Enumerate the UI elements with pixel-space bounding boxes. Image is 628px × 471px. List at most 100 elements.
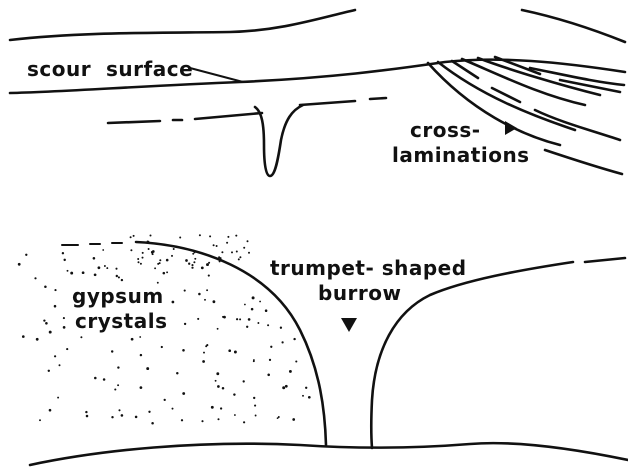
scour-surface-label: scour surface xyxy=(27,57,193,81)
stipple-dot xyxy=(219,260,221,262)
stipple-dot xyxy=(255,415,257,417)
stipple-dot xyxy=(270,346,272,348)
dashed-bedding-segment-3 xyxy=(195,113,262,119)
stipple-dot xyxy=(308,396,311,399)
upper-bedding-line-right xyxy=(522,10,625,42)
stipple-dot xyxy=(44,286,47,289)
stipple-dot xyxy=(204,299,206,301)
stipple-dot xyxy=(172,301,175,304)
stipple-dot xyxy=(202,360,205,363)
stipple-dot xyxy=(63,317,65,319)
stipple-dot xyxy=(121,414,124,417)
stipple-dot xyxy=(148,248,150,250)
stipple-dot xyxy=(45,322,48,325)
stipple-dot xyxy=(248,318,251,321)
stipple-dot xyxy=(54,289,56,291)
stipple-dot xyxy=(66,348,68,350)
stipple-dot xyxy=(63,259,65,261)
stipple-dot xyxy=(36,338,39,341)
gypsum-crystals-label-line2: crystals xyxy=(75,309,167,333)
scour-leader-line xyxy=(190,68,243,82)
stipple-dot xyxy=(226,242,228,244)
stipple-dot xyxy=(137,258,139,260)
dashed-bedding-segment-4 xyxy=(300,101,355,105)
stipple-dot xyxy=(161,346,163,348)
narrow-burrow xyxy=(255,105,303,176)
stipple-dot xyxy=(182,349,185,352)
stipple-dot xyxy=(192,253,194,255)
stipple-dot xyxy=(248,252,250,254)
stipple-dot xyxy=(140,354,142,356)
stipple-dot xyxy=(148,411,150,413)
stipple-dot xyxy=(227,236,229,238)
stipple-dot xyxy=(184,290,186,292)
stipple-dot xyxy=(140,386,143,389)
stipple-dot xyxy=(62,252,64,254)
stipple-dot xyxy=(98,266,101,269)
stipple-dot xyxy=(94,273,97,276)
stipple-dot xyxy=(171,255,173,257)
stipple-dot xyxy=(198,293,201,296)
gypsum-crystals-label-line1: gypsum xyxy=(72,284,164,308)
stipple-dot xyxy=(63,326,66,329)
top-panel: scour surface cross- laminations xyxy=(10,10,625,176)
stipple-dot xyxy=(252,296,255,299)
stipple-dot xyxy=(184,323,186,325)
stipple-dot xyxy=(182,392,185,395)
stipple-dot xyxy=(111,416,113,418)
stipple-dot xyxy=(234,414,236,416)
stipple-dot xyxy=(163,272,166,275)
stipple-dot xyxy=(267,324,269,326)
stipple-dot xyxy=(130,236,132,238)
stipple-dot xyxy=(209,235,211,237)
stipple-dot xyxy=(254,405,256,407)
stipple-dot xyxy=(104,265,106,267)
stipple-dot xyxy=(235,235,237,237)
stipple-dot xyxy=(208,275,210,277)
stipple-dot xyxy=(135,416,138,419)
burrow-arrow-icon xyxy=(341,318,357,332)
stipple-dot xyxy=(206,289,208,291)
stipple-dot xyxy=(115,268,117,270)
stipple-dot xyxy=(130,249,132,251)
stipple-dot xyxy=(34,277,36,279)
stipple-dot xyxy=(94,377,97,380)
base-bedding-line xyxy=(30,443,628,465)
stipple-dot xyxy=(199,234,201,236)
stipple-dot xyxy=(233,393,235,395)
stipple-dot xyxy=(243,247,245,249)
stipple-dot xyxy=(106,267,108,269)
stipple-dot xyxy=(118,409,120,411)
stipple-dot xyxy=(151,422,154,425)
stipple-dot xyxy=(159,259,161,261)
stipple-dot xyxy=(173,248,175,250)
stipple-dot xyxy=(82,271,85,274)
stipple-dot xyxy=(305,387,307,389)
stipple-dot xyxy=(185,259,188,262)
stipple-dot xyxy=(228,349,231,352)
stipple-dot xyxy=(239,318,241,320)
trumpet-burrow-label-line1: trumpet- shaped xyxy=(270,256,467,280)
stipple-dot xyxy=(166,271,168,273)
stipple-dot xyxy=(221,251,223,253)
stipple-dot xyxy=(181,419,183,421)
stipple-dot xyxy=(244,304,246,306)
dashed-bedding-segment-5 xyxy=(370,98,386,99)
stipple-dot xyxy=(231,251,233,253)
lower-dashed-segment-4 xyxy=(585,258,625,262)
stipple-dot xyxy=(278,416,280,418)
stipple-dot xyxy=(85,411,87,413)
cross-lamination-arrow-icon xyxy=(505,121,517,135)
stipple-dot xyxy=(191,267,193,269)
stipple-dot xyxy=(234,351,237,354)
stipple-dot xyxy=(114,388,116,390)
stipple-dot xyxy=(154,267,156,269)
stipple-dot xyxy=(203,352,205,354)
stipple-dot xyxy=(191,264,193,266)
stipple-dot xyxy=(253,359,255,361)
stipple-dot xyxy=(43,319,45,321)
stipple-dot xyxy=(142,257,144,259)
stipple-dot xyxy=(49,331,52,334)
stipple-dot xyxy=(236,251,238,253)
